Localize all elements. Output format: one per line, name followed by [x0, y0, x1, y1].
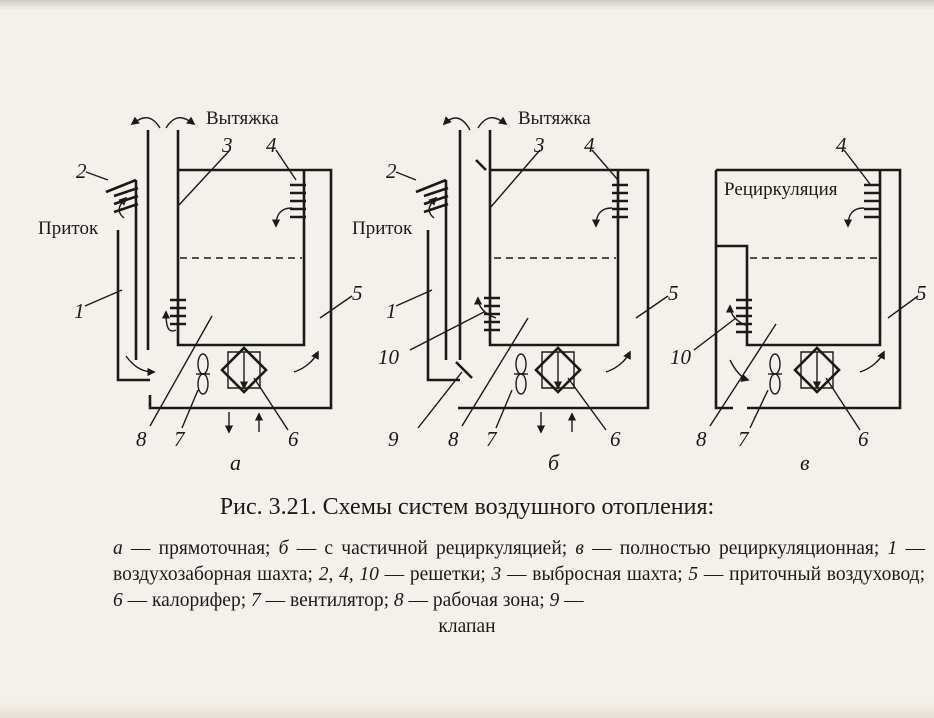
subfigure-b: б: [548, 450, 560, 475]
num-8-a: 8: [136, 427, 147, 451]
num-1-a: 1: [74, 299, 85, 323]
grille-2-a: [113, 186, 139, 214]
grille-2-b: [423, 186, 449, 214]
grille-4-a: [290, 183, 306, 219]
heater-6-b: [534, 346, 582, 394]
legend-text: — прямоточная;: [122, 538, 279, 559]
scheme-b: [395, 116, 669, 434]
legend-key: 1: [887, 538, 898, 559]
num-2-b: 2: [386, 159, 397, 183]
room-b: [488, 170, 620, 347]
num-2-a: 2: [76, 159, 87, 183]
legend-key: 8: [393, 590, 404, 611]
legend-key: 2, 4, 10: [318, 564, 379, 585]
legend-key: б: [278, 538, 289, 559]
intake-shaft-a: [105, 178, 150, 382]
legend-text: — полностью рециркуляционная;: [583, 538, 888, 559]
intake-shaft-b: [415, 178, 460, 382]
room-a: [176, 170, 306, 347]
legend-key: 5: [688, 564, 699, 585]
num-6-v: 6: [858, 427, 869, 451]
exhaust-shaft-b: [458, 130, 650, 410]
grille-10-b: [484, 296, 500, 332]
legend-text: — вентилятор;: [260, 590, 394, 611]
num-7-v: 7: [738, 427, 750, 451]
scheme-a: [84, 116, 353, 434]
grille-4-b: [612, 183, 628, 219]
legend-text: — выбросная шахта;: [501, 564, 689, 585]
fan-7-a: [196, 353, 210, 395]
label-exhaust-b: Вытяжка: [518, 108, 591, 129]
legend-text: — с частичной рециркуляцией;: [288, 538, 576, 559]
fan-7-v: [768, 353, 782, 395]
num-10-b: 10: [378, 345, 400, 369]
legend-text: — решетки;: [378, 564, 492, 585]
subfigure-a: а: [230, 450, 241, 475]
num-9-b: 9: [388, 427, 399, 451]
legend-key: в: [575, 538, 584, 559]
figure-caption-legend: а — прямоточная; б — с частичной рецирку…: [113, 536, 925, 614]
exhaust-shaft-a: [146, 130, 333, 410]
scan-edge-bottom: [0, 702, 934, 718]
fan-7-b: [514, 353, 528, 395]
num-7-b: 7: [486, 427, 498, 451]
scan-edge-top: [0, 0, 934, 10]
legend-text: —: [559, 590, 584, 611]
grille-10-v: [736, 298, 752, 334]
legend-key: 3: [491, 564, 502, 585]
num-4-a: 4: [266, 133, 277, 157]
num-5-b: 5: [668, 281, 679, 305]
num-5-a: 5: [352, 281, 363, 305]
num-4-b: 4: [584, 133, 595, 157]
subfigure-v: в: [800, 450, 810, 475]
num-10-v: 10: [670, 345, 692, 369]
num-1-b: 1: [386, 299, 397, 323]
label-exhaust-a: Вытяжка: [206, 108, 279, 129]
legend-key: 9: [549, 590, 560, 611]
num-8-v: 8: [696, 427, 707, 451]
legend-text: — рабочая зона;: [403, 590, 550, 611]
num-6-a: 6: [288, 427, 299, 451]
label-intake-a: Приток: [38, 218, 99, 239]
num-3-a: 3: [221, 133, 233, 157]
legend-key: 7: [251, 590, 261, 611]
label-intake-b: Приток: [352, 218, 413, 239]
num-8-b: 8: [448, 427, 459, 451]
figure-caption-last-word: клапан: [438, 616, 496, 637]
heater-6-v: [793, 346, 841, 394]
num-4-v: 4: [836, 133, 847, 157]
label-recirculation-v: Рециркуляция: [724, 179, 838, 200]
legend-key: 6: [113, 590, 123, 611]
num-5-v: 5: [916, 281, 927, 305]
num-6-b: 6: [610, 427, 621, 451]
legend-text: — воздухозаборная шахта;: [113, 538, 925, 585]
legend-text: — приточный воздуховод;: [698, 564, 925, 585]
figure-caption-title: Рис. 3.21. Схемы систем воздушного отопл…: [219, 494, 715, 520]
num-3-b: 3: [533, 133, 545, 157]
grille-4-v: [864, 183, 880, 219]
num-7-a: 7: [174, 427, 186, 451]
valve-9-b: [455, 361, 473, 379]
legend-text: — калорифер;: [122, 590, 252, 611]
legend-key: а: [113, 538, 123, 559]
room-v: [714, 168, 902, 410]
scheme-v: [693, 149, 919, 431]
